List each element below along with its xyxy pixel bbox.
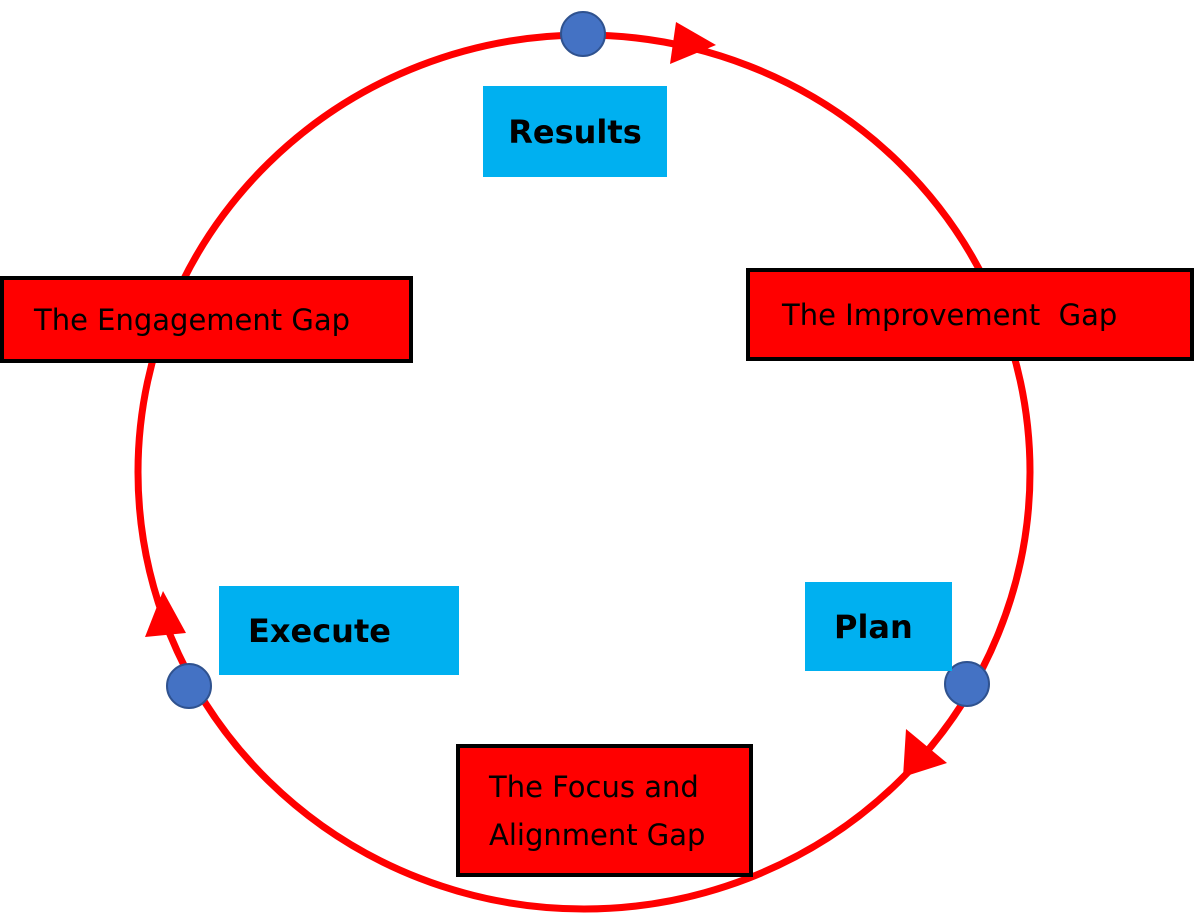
node-top (560, 11, 606, 57)
gap-focus-alignment: The Focus and Alignment Gap (456, 744, 753, 877)
arrow-head-right (903, 729, 947, 777)
stage-plan: Plan (805, 582, 952, 671)
stage-execute: Execute (219, 586, 459, 675)
gap-improvement-label: The Improvement Gap (782, 297, 1118, 332)
stage-results-label: Results (508, 112, 642, 151)
gap-focus-line-2: Alignment Gap (489, 817, 706, 852)
gap-focus-line-1: The Focus and (489, 769, 699, 804)
stage-results: Results (483, 86, 667, 177)
gap-engagement-label: The Engagement Gap (34, 302, 350, 337)
arrow-head-top (670, 22, 716, 64)
gap-engagement: The Engagement Gap (0, 276, 413, 363)
stage-plan-label: Plan (834, 607, 913, 646)
arrow-head-left (145, 591, 186, 637)
gap-improvement: The Improvement Gap (746, 268, 1194, 361)
node-right (944, 661, 990, 707)
gap-focus-alignment-text: The Focus and Alignment Gap (489, 763, 705, 859)
node-left (166, 663, 212, 709)
stage-execute-label: Execute (248, 611, 391, 650)
